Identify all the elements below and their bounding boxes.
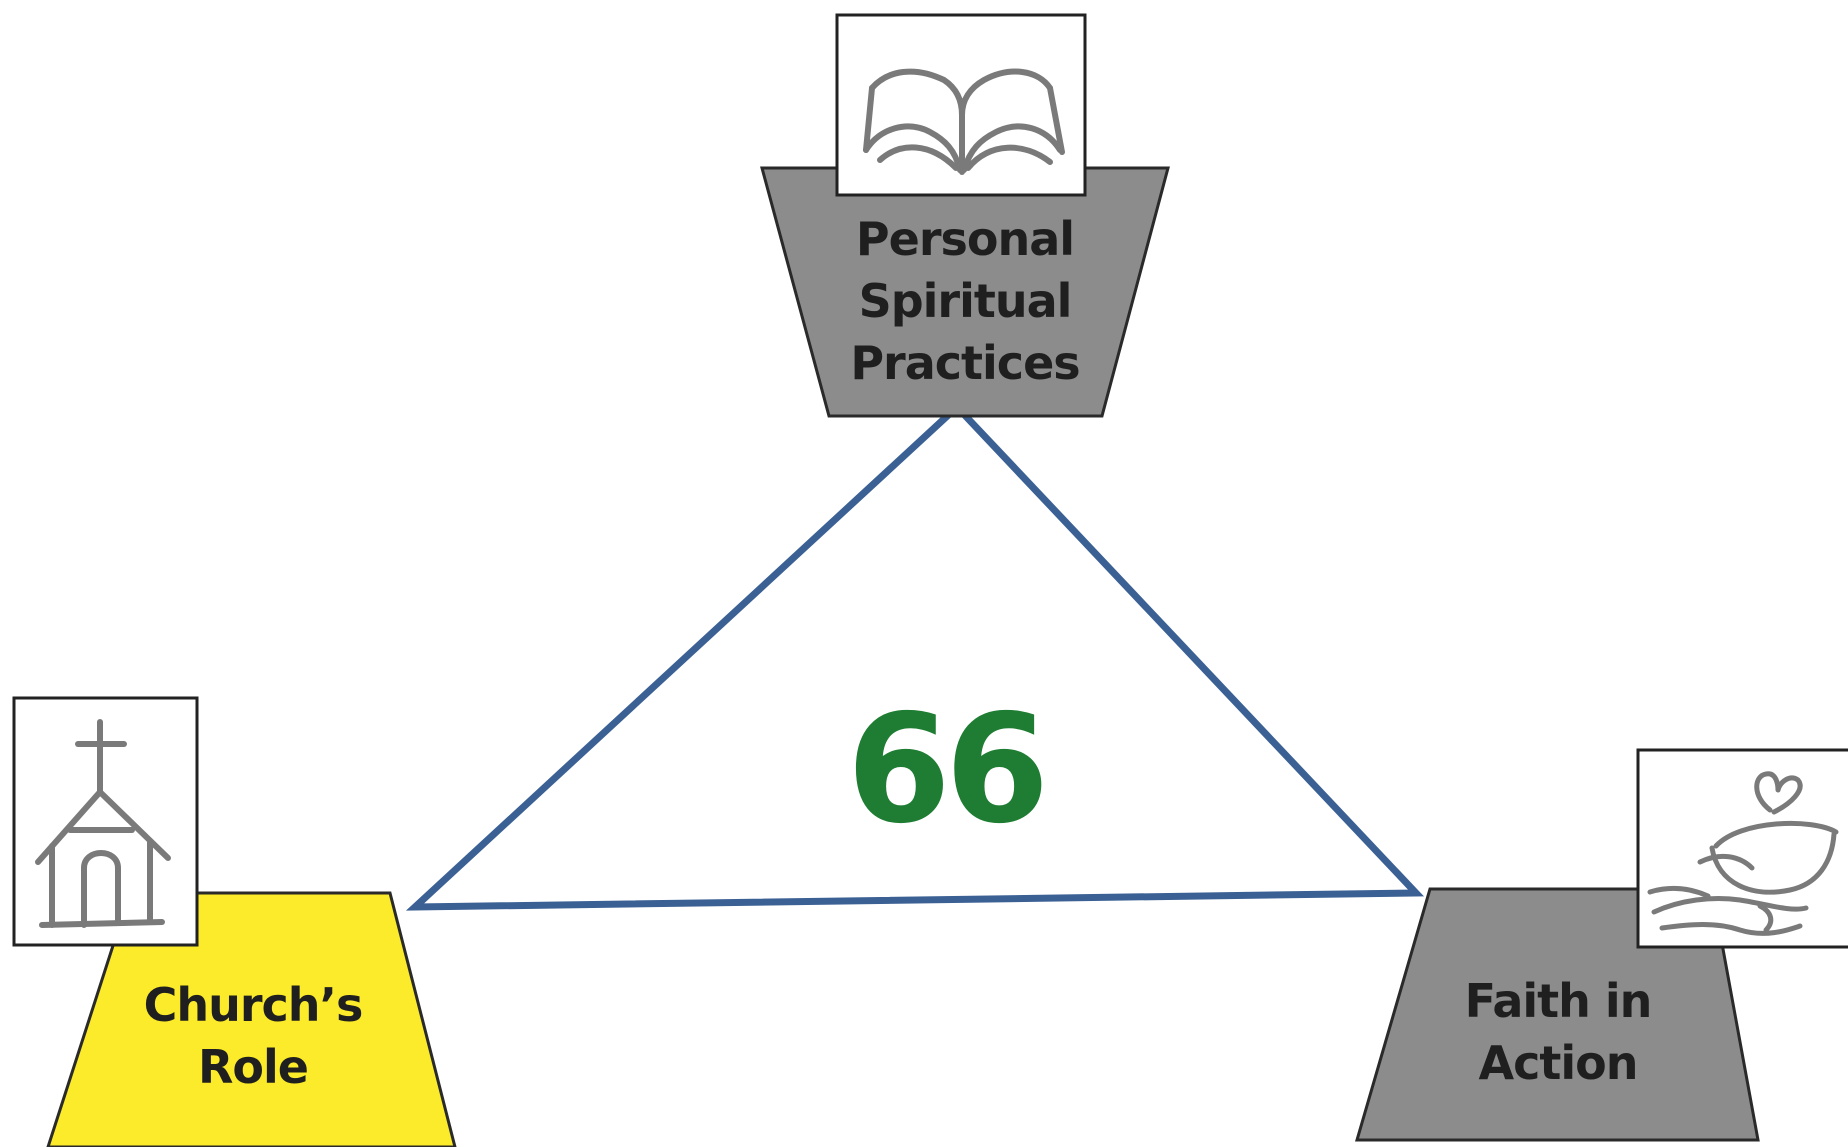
right-label-line-1: Faith in (1464, 974, 1653, 1028)
top-label-line-3: Practices (850, 336, 1080, 390)
connecting-triangle (405, 402, 1425, 911)
left-label-line-2: Role (198, 1040, 309, 1094)
left-label-line-1: Church’s (143, 978, 364, 1032)
right-label-line-2: Action (1478, 1036, 1639, 1090)
left-pillar-trapezoid (46, 891, 457, 1147)
right-pillar-label: Faith in Action (1420, 962, 1696, 1102)
open-bible-icon (835, 13, 1087, 197)
church-icon (12, 696, 199, 947)
serving-hand-icon (1636, 748, 1848, 949)
top-pillar-label: Personal Spiritual Practices (812, 206, 1118, 396)
top-label-line-1: Personal (855, 212, 1075, 266)
center-score: 66 (846, 683, 1050, 857)
right-pillar-trapezoid (1355, 887, 1760, 1142)
top-label-line-2: Spiritual (858, 274, 1073, 328)
left-pillar-label: Church’s Role (118, 966, 388, 1106)
